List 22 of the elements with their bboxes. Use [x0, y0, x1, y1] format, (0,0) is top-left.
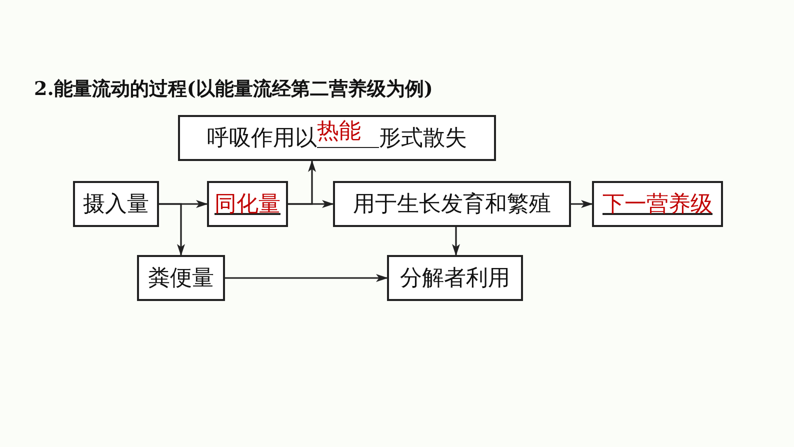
process-box — [73, 181, 159, 227]
box-label: 摄入量 — [83, 191, 149, 219]
process-box — [137, 255, 225, 301]
arrow — [159, 203, 185, 256]
process-box — [387, 255, 523, 301]
arrow — [452, 227, 460, 256]
box-label: 形式散失 — [379, 125, 467, 153]
arrow — [288, 200, 334, 208]
box-label: 分解者利用 — [400, 265, 510, 293]
answer-blank: 热能 — [317, 120, 379, 148]
box-label: 粪便量 — [148, 265, 214, 293]
answer-text: 同化量 — [214, 191, 280, 219]
process-box — [178, 115, 496, 161]
process-box — [207, 181, 288, 227]
box-label: 呼吸作用以 — [207, 125, 317, 153]
answer-text: 下一营养级 — [602, 191, 712, 219]
process-box — [333, 181, 571, 227]
box-label: 用于生长发育和繁殖 — [353, 191, 551, 219]
arrow — [225, 274, 388, 282]
heading: 2.能量流动的过程(以能量流经第二营养级为例) — [34, 77, 433, 102]
arrow — [571, 200, 593, 208]
process-box — [592, 181, 723, 227]
